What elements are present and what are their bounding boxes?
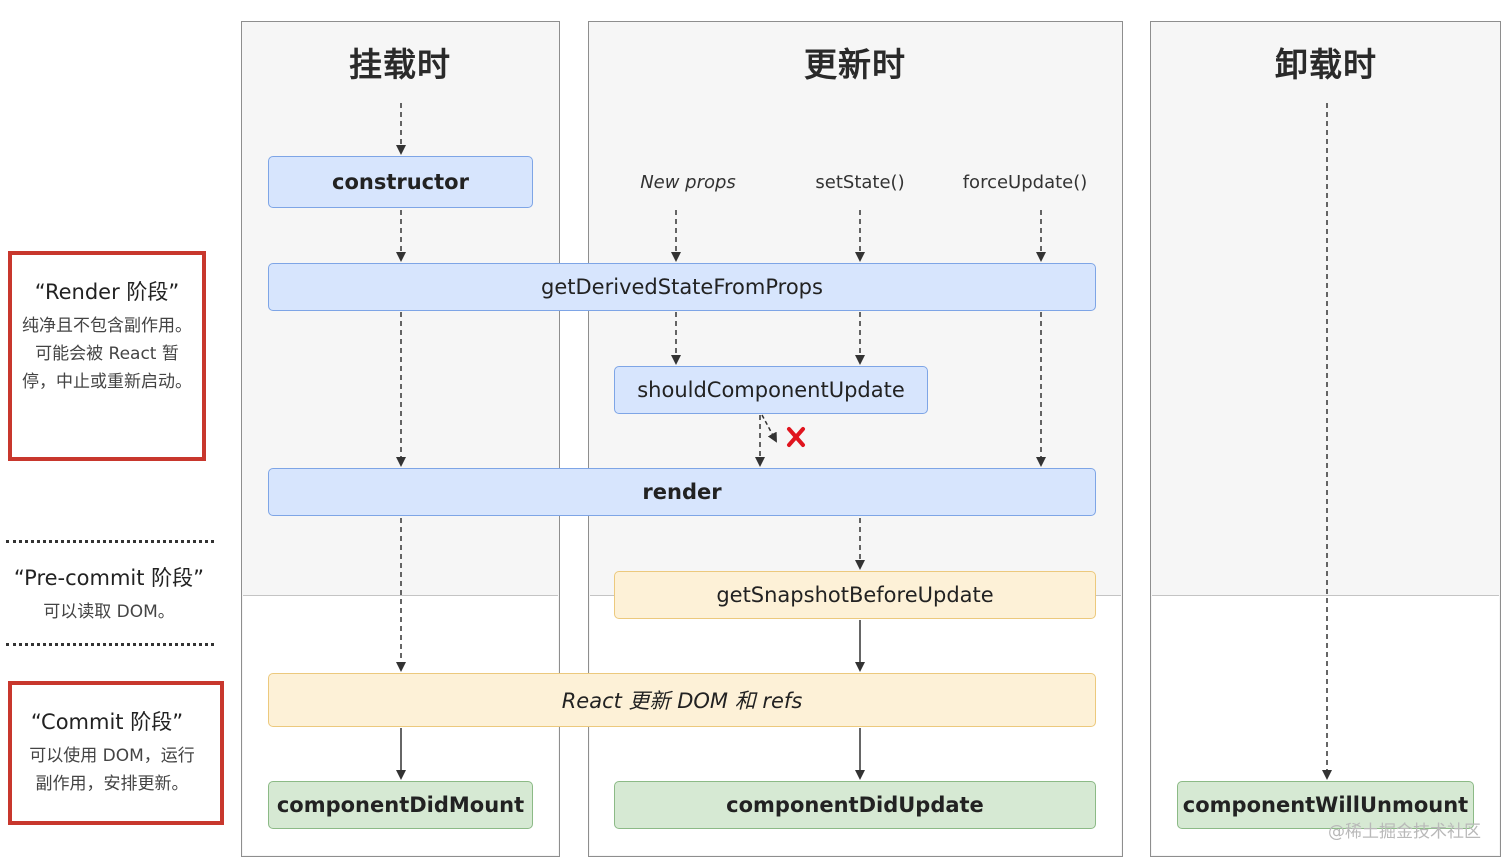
constructor-box: constructor [268, 156, 533, 208]
component-did-update-box: componentDidUpdate [614, 781, 1096, 829]
arrow-should-cancel [761, 414, 777, 443]
render-phase-frame [8, 251, 206, 461]
render-phase-desc-line: 停，中止或重新启动。 [22, 372, 192, 392]
trigger-new-props: New props [640, 172, 736, 193]
render-phase-desc-line: 可能会被 React 暂 [35, 344, 179, 364]
component-will-unmount-box: componentWillUnmount [1177, 781, 1474, 829]
commit-phase-title: “Commit 阶段” [30, 710, 184, 734]
get-derived-state-box: getDerivedStateFromProps [268, 263, 1096, 311]
precommit-phase-desc: 可以读取 DOM。 [0, 598, 218, 626]
should-component-update-box: shouldComponentUpdate [614, 366, 928, 414]
render-box: render [268, 468, 1096, 516]
commit-phase-desc-line: 副作用，安排更新。 [35, 774, 189, 794]
unmounting-title: 卸载时 [1275, 45, 1377, 84]
trigger-set-state: setState() [815, 172, 905, 193]
precommit-phase-title: “Pre-commit 阶段” [13, 566, 205, 590]
phase-separator-bottom [6, 643, 214, 646]
render-phase-desc-line: 纯净且不包含副作用。 [22, 316, 192, 336]
trigger-force-update: forceUpdate() [962, 172, 1088, 193]
updating-title: 更新时 [804, 45, 906, 84]
component-did-mount-box: componentDidMount [268, 781, 533, 829]
render-phase-desc: 纯净且不包含副作用。 可能会被 React 暂 停，中止或重新启动。 [4, 312, 210, 396]
commit-phase-desc-line: 可以使用 DOM，运行 [29, 746, 195, 766]
watermark: @稀土掘金技术社区 [1328, 822, 1481, 842]
cross-icon [787, 427, 805, 447]
get-snapshot-box: getSnapshotBeforeUpdate [614, 571, 1096, 619]
render-phase-title: “Render 阶段” [34, 280, 180, 304]
react-updates-dom-box: React 更新 DOM 和 refs [268, 673, 1096, 727]
phase-divider [243, 595, 558, 596]
phase-divider [1152, 595, 1499, 596]
commit-phase-frame [8, 681, 224, 825]
mounting-title: 挂载时 [349, 45, 451, 84]
commit-phase-desc: 可以使用 DOM，运行 副作用，安排更新。 [8, 742, 216, 798]
precommit-phase-desc-line: 可以读取 DOM。 [43, 602, 175, 622]
phase-separator-top [6, 540, 214, 543]
